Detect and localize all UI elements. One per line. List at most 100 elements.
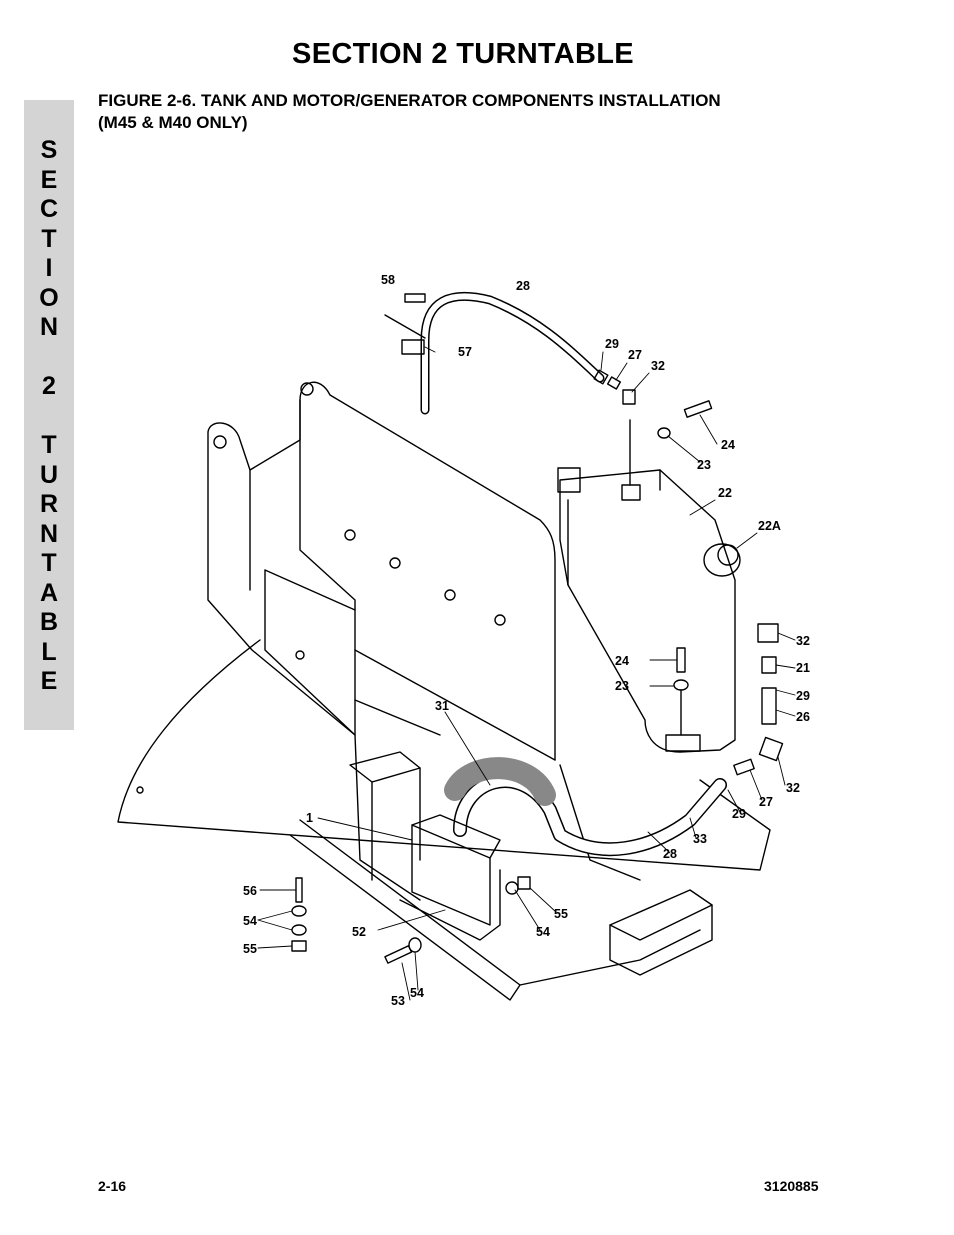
side-tab-letter: O	[39, 283, 59, 312]
callout-c29b: 29	[796, 689, 810, 703]
callout-c22A: 22A	[758, 519, 781, 533]
side-tab-letter: T	[41, 224, 57, 253]
side-tab-letter: T	[41, 431, 57, 459]
callout-c32a: 32	[651, 359, 665, 373]
motor-generator-top	[411, 814, 501, 859]
side-tab-letter: U	[39, 460, 59, 489]
frame-hole	[344, 529, 356, 541]
callout-c55a: 55	[243, 942, 257, 956]
washer-54-b	[291, 924, 307, 936]
side-tab-letter: S	[40, 136, 58, 164]
frame-hole	[300, 382, 314, 396]
filler-cap	[703, 543, 741, 577]
hose-31-sleeve	[444, 757, 556, 806]
callout-c56: 56	[243, 884, 257, 898]
callout-c54c: 54	[410, 986, 424, 1000]
frame-left-upright	[207, 422, 421, 901]
fitting-21-right	[761, 656, 777, 674]
hose-26-right	[761, 687, 777, 725]
callout-c29a: 29	[605, 337, 619, 351]
side-tab-letter: B	[39, 608, 59, 636]
figure-title: FIGURE 2-6. TANK AND MOTOR/GENERATOR COM…	[98, 90, 858, 134]
tank-bracket	[557, 467, 581, 493]
callout-c31: 31	[435, 699, 449, 713]
side-tab-letter: A	[39, 578, 59, 607]
side-tab-letter: C	[39, 195, 59, 223]
figure-title-line2: (M45 & M40 ONLY)	[98, 113, 248, 132]
callout-c32c: 32	[786, 781, 800, 795]
bolt-24-mid	[676, 647, 686, 673]
motor-generator	[411, 824, 491, 926]
frame-hole	[444, 589, 456, 601]
motor-generator-mount	[399, 869, 501, 941]
side-tab-letter: L	[41, 637, 57, 666]
callout-c29c: 29	[732, 807, 746, 821]
fitting-29-top	[593, 369, 609, 385]
frame-hole	[295, 650, 305, 660]
callout-c57: 57	[458, 345, 472, 359]
callout-c24b: 24	[615, 654, 629, 668]
frame-hole	[494, 614, 506, 626]
turntable-base-outline	[117, 639, 771, 871]
bracket-52	[349, 751, 421, 783]
page-number: 2-16	[98, 1178, 127, 1194]
frame-inner-step	[264, 569, 356, 736]
callout-c28b: 28	[663, 847, 677, 861]
side-tab-letter: T	[41, 549, 57, 577]
clamp-57	[401, 339, 425, 355]
document-number: 3120885	[764, 1178, 819, 1194]
tank-top-fitting	[621, 484, 641, 501]
frame-left-side	[249, 381, 556, 761]
bolt-58	[404, 293, 426, 303]
side-tab-letter: R	[39, 490, 59, 518]
fitting-32-top	[622, 389, 636, 405]
callout-c52: 52	[352, 925, 366, 939]
callout-c32b: 32	[796, 634, 810, 648]
callout-c23b: 23	[615, 679, 629, 693]
washer-23-top	[657, 427, 671, 439]
frame-bottom-rail	[299, 819, 701, 986]
leader-lines	[257, 346, 796, 1001]
washer-23-mid	[673, 679, 689, 691]
callout-c54a: 54	[243, 914, 257, 928]
callout-c53: 53	[391, 994, 405, 1008]
hydraulic-tank-edge	[567, 469, 661, 586]
nut-55-a	[291, 940, 307, 952]
callout-c26: 26	[796, 710, 810, 724]
hose-28-top-inner	[422, 293, 603, 413]
fitting-27-lower	[733, 758, 755, 776]
frame-cross-member	[354, 649, 556, 761]
fitting-32-lower	[758, 736, 784, 762]
frame-hole	[389, 557, 401, 569]
side-tab-letter: E	[40, 667, 58, 695]
callout-c54b: 54	[536, 925, 550, 939]
callout-c24a: 24	[721, 438, 735, 452]
callout-c58: 58	[381, 273, 395, 287]
side-tab-letter: N	[39, 519, 59, 548]
frame-back-plate	[299, 399, 356, 736]
washer-54-c	[408, 937, 422, 953]
callout-c1: 1	[306, 811, 313, 825]
callout-c22: 22	[718, 486, 732, 500]
bolt-56	[295, 877, 303, 903]
bolt-53	[384, 945, 413, 964]
callout-c27b: 27	[759, 795, 773, 809]
side-tab-letter: E	[40, 165, 58, 194]
callout-c23a: 23	[697, 458, 711, 472]
frame-hole	[213, 435, 227, 449]
platform-block	[609, 889, 713, 976]
hydraulic-tank	[559, 469, 736, 753]
figure-title-line1: FIGURE 2-6. TANK AND MOTOR/GENERATOR COM…	[98, 91, 721, 110]
bolt-58-leader	[384, 314, 426, 339]
fitting-32-right	[757, 623, 779, 643]
side-tab-letter: I	[45, 254, 53, 282]
filler-cap-top	[717, 544, 739, 566]
turntable-base-inner	[559, 764, 641, 881]
platform-block-top	[609, 904, 713, 941]
tank-bracket-lower	[665, 734, 701, 752]
section-title: SECTION 2 TURNTABLE	[292, 38, 634, 70]
